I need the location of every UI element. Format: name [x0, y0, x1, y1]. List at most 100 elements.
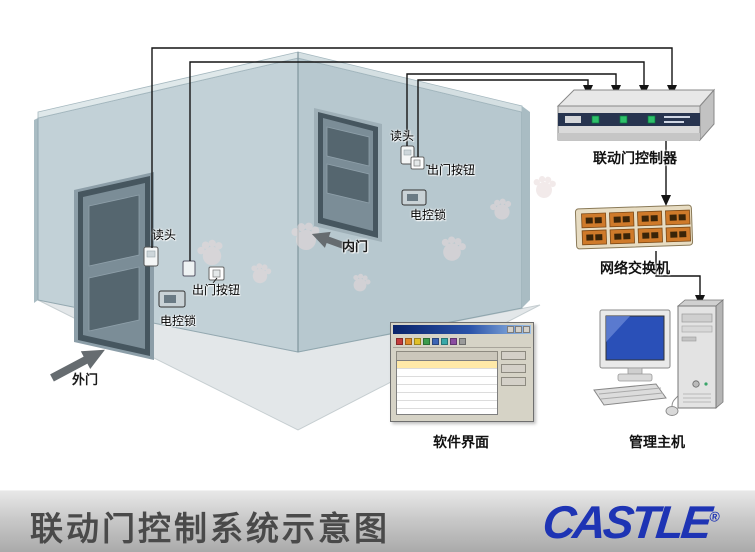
- tower-side: [715, 299, 724, 409]
- keyboard-keys: [598, 387, 664, 400]
- software-titlebar: [393, 325, 531, 334]
- controller-text-mark: [664, 121, 684, 123]
- switch-port: [609, 228, 635, 245]
- leader-line: [212, 277, 218, 284]
- tower-top: [676, 299, 725, 307]
- software-row: [397, 393, 497, 401]
- controller-badge: [565, 116, 581, 123]
- switch-port: [581, 212, 607, 229]
- switch-port: [609, 211, 635, 228]
- exit-button-outer-box: [182, 260, 196, 277]
- management-computer: [593, 299, 725, 416]
- software-window: [390, 322, 534, 422]
- monitor-neck: [627, 367, 643, 375]
- leader-line: [425, 164, 434, 168]
- tower-vents: [683, 393, 711, 403]
- outer-door: [74, 172, 154, 360]
- inner-door-panel-top: [326, 126, 370, 167]
- footer-bar: 联动门控制系统示意图 CASTLE®: [0, 490, 755, 552]
- inner-door-panel-bottom: [326, 163, 370, 204]
- brand-logo: CASTLE®: [540, 495, 722, 549]
- label-inner-door: 内门: [342, 239, 369, 254]
- diagram-canvas: [34, 47, 725, 431]
- tower-power-led: [704, 382, 708, 386]
- toolbar-icon: [450, 338, 457, 345]
- toolbar-icon: [441, 338, 448, 345]
- tower-drive-bay: [681, 325, 713, 333]
- software-side-button: [501, 364, 526, 373]
- label-network-switch: 网络交换机: [600, 260, 670, 276]
- wall-right-edge: [522, 106, 530, 308]
- switch-port: [637, 227, 663, 244]
- monitor-base: [617, 373, 653, 382]
- switch-ports: [581, 209, 691, 246]
- label-reader-inner: 读头: [390, 129, 415, 143]
- controller-top: [556, 89, 716, 107]
- toolbar-icon: [423, 338, 430, 345]
- outer-door-panel-top: [88, 194, 140, 267]
- keyboard: [593, 383, 667, 406]
- arrowhead: [661, 195, 671, 206]
- window-maximize-icon: [515, 326, 522, 333]
- registered-trademark-icon: ®: [708, 508, 721, 525]
- software-row: [397, 385, 497, 393]
- label-exit-button-inner: 出门按钮: [427, 163, 476, 177]
- software-row: [397, 361, 497, 369]
- tower-front: [677, 305, 717, 409]
- software-row: [397, 369, 497, 377]
- arrow-inner-shape: [311, 231, 357, 253]
- software-row: [397, 377, 497, 385]
- label-lock-outer: 电控锁: [160, 314, 197, 328]
- software-toolbar: [393, 336, 531, 348]
- controller-text-mark: [664, 116, 690, 118]
- wire-button-inner: [417, 79, 589, 157]
- label-software-ui: 软件界面: [433, 434, 489, 450]
- arrow-outer-shape: [50, 349, 105, 382]
- label-outer-door: 外门: [72, 372, 99, 387]
- toolbar-icon: [459, 338, 466, 345]
- switch-port: [665, 226, 691, 243]
- toolbar-icon: [414, 338, 421, 345]
- wires: [151, 47, 701, 296]
- wire-button-outer: [189, 61, 645, 261]
- reader-outer-window: [146, 250, 156, 258]
- label-management-host: 管理主机: [629, 434, 685, 450]
- exit-button-outer-key: [212, 269, 221, 278]
- controller-base-shade: [558, 133, 700, 140]
- wire-reader-outer: [151, 47, 673, 248]
- outer-door-devices: [143, 246, 225, 308]
- inner-door-devices: [400, 145, 434, 206]
- page-title: 联动门控制系统示意图: [30, 510, 390, 547]
- direction-arrow-outer: [50, 349, 105, 382]
- outer-door-panel-bottom: [88, 266, 140, 332]
- window-close-icon: [523, 326, 530, 333]
- label-exit-button-outer: 出门按钮: [192, 283, 241, 297]
- exit-button-inner-key: [413, 159, 421, 167]
- toolbar-icon: [405, 338, 412, 345]
- lock-inner-bolt: [407, 194, 418, 201]
- reader-inner-window: [403, 149, 412, 156]
- switch-port: [637, 210, 663, 227]
- software-side-panel: [501, 351, 528, 413]
- brand-logo-text: CASTLE: [539, 496, 712, 548]
- tower-power-button: [692, 380, 700, 388]
- mouse: [665, 406, 679, 416]
- software-side-button: [501, 377, 526, 386]
- tower-cd-drive: [681, 313, 713, 323]
- switch-port: [665, 209, 691, 226]
- inner-door: [314, 108, 382, 242]
- software-side-button: [501, 351, 526, 360]
- controller-led: [647, 115, 656, 124]
- software-row: [397, 401, 497, 409]
- paw-watermark: [532, 175, 557, 200]
- toolbar-icon: [396, 338, 403, 345]
- label-controller: 联动门控制器: [593, 150, 677, 166]
- wire-switch-host: [655, 251, 701, 296]
- interlock-controller: [556, 88, 716, 142]
- network-switch: [574, 204, 694, 250]
- switch-port-slots: [585, 214, 687, 241]
- monitor-gleam: [606, 316, 630, 342]
- lock-outer-bolt: [164, 295, 176, 303]
- controller-led: [591, 115, 600, 124]
